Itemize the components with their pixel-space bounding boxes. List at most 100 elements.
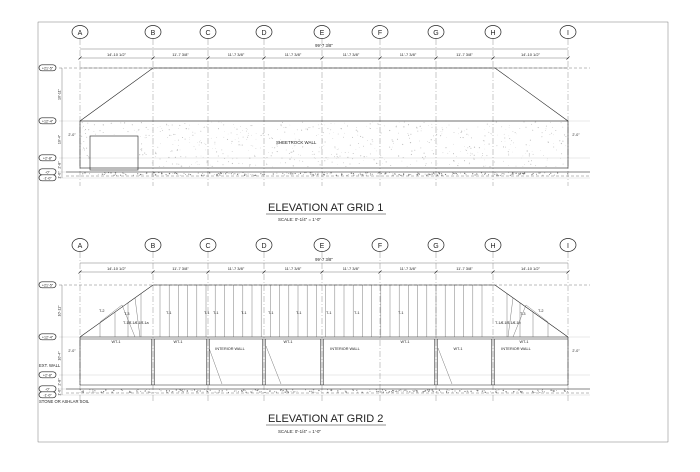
gravel-fill (410, 174, 412, 175)
stucco-texture (173, 133, 175, 136)
stucco-texture (182, 137, 183, 138)
stucco-texture (535, 121, 537, 123)
ext-wall-label: EXT. WALL (39, 363, 61, 368)
stucco-texture (545, 130, 546, 131)
stucco-texture (531, 151, 533, 152)
gravel-fill (107, 171, 110, 174)
stucco-texture (319, 164, 321, 166)
stucco-texture (424, 156, 426, 158)
gravel-fill (149, 389, 150, 390)
gravel-fill (165, 174, 167, 176)
gravel-fill (218, 390, 220, 392)
gravel-fill (472, 173, 474, 175)
stucco-texture (551, 126, 553, 128)
gravel-fill (209, 173, 211, 174)
gravel-fill (538, 172, 540, 174)
stucco-texture (218, 121, 220, 123)
gravel-fill (202, 172, 204, 174)
gravel-fill (353, 174, 355, 176)
truss-label: T-1 (166, 311, 172, 315)
stucco-texture (317, 160, 319, 162)
stucco-texture (311, 154, 313, 155)
stucco-texture (220, 122, 222, 124)
stucco-texture (470, 137, 472, 139)
gravel-fill (513, 391, 515, 393)
gravel-fill (380, 391, 382, 393)
stucco-texture (162, 129, 163, 131)
wall-label: INTERIOR WALL (501, 347, 530, 351)
gravel-fill (376, 390, 378, 393)
stucco-texture (292, 151, 293, 153)
gravel-fill (484, 173, 486, 175)
gravel-fill (501, 173, 502, 175)
gravel-fill (165, 390, 168, 392)
stucco-texture (463, 130, 465, 132)
stucco-texture (254, 154, 256, 156)
gravel-fill (511, 172, 514, 174)
gravel-fill (311, 390, 312, 392)
wall-label: WT-1 (283, 340, 292, 344)
gravel-fill (111, 391, 113, 393)
brace-line (208, 347, 223, 385)
stucco-texture (488, 131, 490, 133)
stucco-texture (318, 151, 320, 153)
dim-tick (320, 270, 324, 274)
stucco-texture (420, 130, 422, 132)
stucco-texture (247, 135, 249, 136)
stucco-texture (562, 140, 564, 142)
gravel-fill (188, 173, 190, 175)
stucco-texture (469, 146, 471, 148)
stucco-texture (206, 162, 208, 164)
gravel-fill (183, 172, 185, 174)
gravel-fill (438, 172, 440, 174)
stucco-texture (271, 137, 273, 139)
spacing-dim: 11'-7 3/8" (172, 52, 189, 57)
stucco-texture (322, 141, 323, 143)
gravel-fill (113, 174, 115, 176)
gravel-fill (476, 173, 478, 175)
stucco-texture (193, 146, 195, 147)
level-tag (38, 281, 57, 289)
stucco-texture (237, 137, 239, 139)
overall-dim: 99'-7 3/8" (315, 43, 333, 48)
stucco-texture (477, 126, 479, 128)
dim-tick (78, 270, 82, 274)
truss-label: T-1a (507, 321, 515, 325)
gravel-fill (288, 172, 290, 174)
gravel-fill (553, 390, 555, 392)
gravel-fill (446, 390, 448, 392)
gravel-fill (481, 390, 484, 392)
sheet-border (37, 21, 669, 443)
gravel-fill (542, 389, 544, 391)
stucco-texture (292, 147, 293, 149)
stucco-texture (503, 146, 505, 148)
stucco-texture (159, 143, 161, 145)
stucco-texture (468, 162, 470, 164)
stucco-texture (281, 157, 283, 159)
gravel-fill (553, 174, 555, 176)
stucco-texture (358, 147, 360, 148)
stucco-texture (366, 156, 368, 158)
stucco-texture (421, 128, 423, 130)
gravel-fill (285, 389, 287, 391)
stucco-texture (145, 134, 147, 136)
stucco-texture (341, 152, 342, 153)
stucco-texture (238, 141, 240, 143)
gravel-fill (305, 172, 307, 174)
stucco-texture (525, 153, 526, 154)
gravel-fill (567, 391, 569, 393)
gravel-fill (225, 173, 227, 175)
gravel-fill (264, 173, 266, 175)
stucco-texture (185, 128, 187, 130)
stucco-texture (299, 160, 301, 162)
gravel-fill (347, 174, 349, 175)
stucco-texture (152, 136, 153, 138)
stucco-texture (202, 156, 204, 158)
stucco-texture (466, 128, 468, 130)
stucco-texture (249, 164, 251, 166)
stucco-texture (276, 144, 278, 146)
stucco-texture (180, 165, 182, 167)
gravel-fill (448, 392, 450, 393)
grid-bubble (371, 238, 389, 252)
stucco-texture (541, 136, 543, 138)
